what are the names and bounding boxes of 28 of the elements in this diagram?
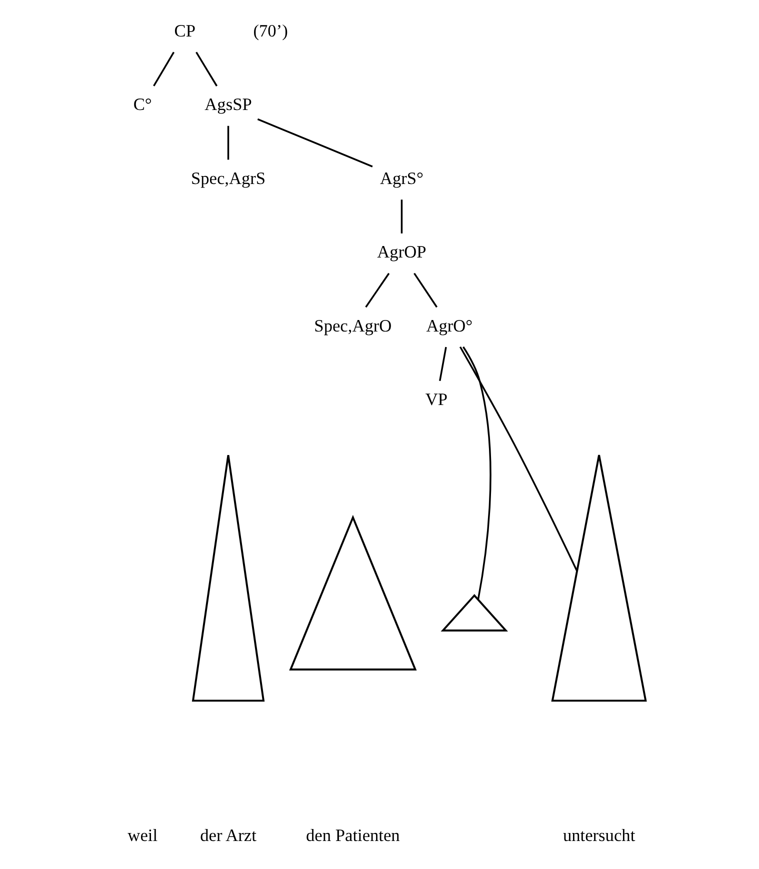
connector xyxy=(196,52,218,86)
connector xyxy=(439,346,447,382)
node-text: C° xyxy=(133,95,152,114)
node-text: AgrOP xyxy=(377,242,426,262)
node-text: AgrO° xyxy=(426,316,473,336)
node-text: CP xyxy=(174,21,196,40)
connector xyxy=(414,272,438,308)
node-triangle xyxy=(440,594,508,632)
node-text: Spec,AgrO xyxy=(314,316,392,336)
label: weil xyxy=(128,826,158,845)
label: (70’) xyxy=(253,21,288,40)
label: den Patienten xyxy=(306,826,400,845)
connector xyxy=(462,346,492,600)
node-triangle xyxy=(289,514,417,670)
connector xyxy=(227,126,230,160)
node-text: VP xyxy=(425,390,448,410)
node-triangle xyxy=(192,454,265,702)
connector xyxy=(365,272,390,308)
connector xyxy=(153,52,175,86)
label: der Arzt xyxy=(200,826,256,845)
node-triangle xyxy=(551,454,647,702)
connector xyxy=(257,118,373,168)
connector xyxy=(400,200,403,234)
node-text: AgrS° xyxy=(380,168,424,188)
connector xyxy=(459,346,578,572)
node-text: Spec,AgrS xyxy=(190,168,266,188)
label: untersucht xyxy=(562,826,636,845)
node-text: AgsSP xyxy=(204,95,252,114)
